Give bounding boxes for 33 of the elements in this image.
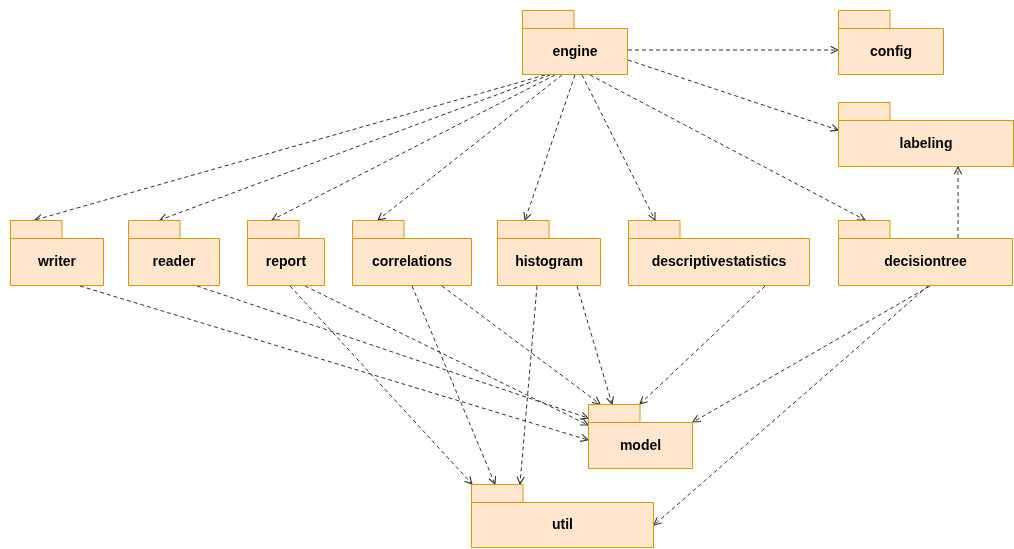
package-name: util bbox=[552, 516, 573, 532]
package-name: reader bbox=[152, 253, 196, 269]
dependency-arrow bbox=[271, 74, 556, 221]
package-name: decisiontree bbox=[884, 253, 967, 269]
dependency-arrow bbox=[692, 285, 931, 423]
dependency-arrow bbox=[196, 285, 589, 420]
dependency-arrow bbox=[581, 74, 656, 221]
dependency-arrow bbox=[34, 74, 546, 223]
dependency-arrow bbox=[516, 285, 538, 485]
package-name: descriptivestatistics bbox=[651, 253, 787, 269]
dependency-arrow bbox=[289, 285, 473, 485]
dependency-arrow bbox=[441, 285, 601, 405]
package-name: engine bbox=[552, 42, 598, 59]
dependency-arrow bbox=[523, 74, 576, 221]
dependency-arrow bbox=[79, 285, 589, 442]
dependency-arrow bbox=[576, 285, 614, 405]
package-name: config bbox=[870, 42, 912, 59]
dependency-arrow bbox=[627, 45, 839, 55]
package-name: histogram bbox=[515, 253, 583, 269]
dependency-arrow bbox=[639, 285, 766, 405]
dependency-arrow bbox=[304, 285, 589, 426]
package-name: report bbox=[265, 253, 307, 269]
dependency-arrow bbox=[411, 285, 497, 485]
dependency-arrow bbox=[653, 285, 929, 526]
package-name: correlations bbox=[371, 253, 453, 269]
package-name: labeling bbox=[899, 134, 953, 151]
dependency-arrow bbox=[159, 74, 551, 222]
dependency-arrow bbox=[377, 74, 563, 221]
dependency-arrow bbox=[589, 74, 866, 221]
dependency-arrow bbox=[953, 166, 963, 239]
package-name: writer bbox=[37, 253, 77, 269]
package-name: model bbox=[619, 436, 662, 453]
dependency-arrow bbox=[627, 59, 839, 132]
